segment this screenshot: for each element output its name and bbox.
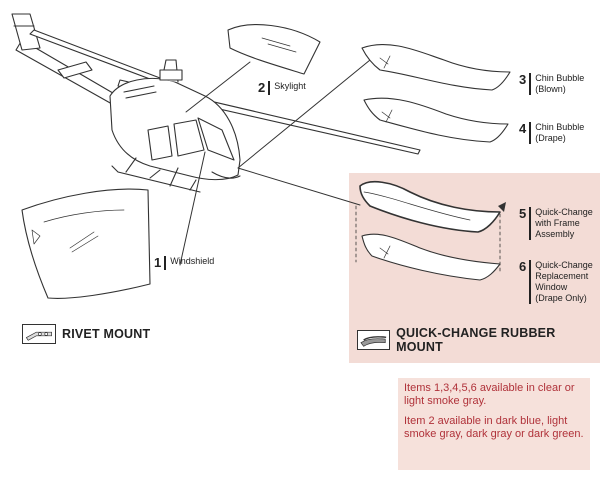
callout-label: Chin Bubble (Drape) <box>535 122 585 143</box>
rivet-mount-label: RIVET MOUNT <box>62 327 151 341</box>
skylight-part <box>227 24 321 75</box>
quick-change-mount-legend: QUICK-CHANGE RUBBER MOUNT <box>357 326 600 354</box>
callout-number: 2 <box>258 80 266 95</box>
callout-number: 6 <box>519 259 527 274</box>
callout-label: Quick-Change with Frame Assembly <box>535 207 593 239</box>
rivet-mount-legend: RIVET MOUNT <box>22 324 150 344</box>
availability-note-items-2: Item 2 available in dark blue, light smo… <box>404 415 584 440</box>
callout-replacement-window: 6 Quick-Change Replacement Window (Drape… <box>519 260 593 304</box>
callout-number: 3 <box>519 72 527 87</box>
callout-number: 4 <box>519 121 527 136</box>
callout-number: 5 <box>519 206 527 221</box>
callout-skylight: 2 Skylight <box>258 81 306 95</box>
rivet-mount-icon <box>22 324 56 344</box>
callout-chin-bubble-drape: 4 Chin Bubble (Drape) <box>519 122 584 144</box>
quick-change-mount-label: QUICK-CHANGE RUBBER MOUNT <box>396 326 556 354</box>
chin-bubble-part <box>361 44 511 143</box>
callout-label: Skylight <box>274 81 306 91</box>
callout-label: Quick-Change Replacement Window (Drape O… <box>535 260 593 303</box>
callout-number: 1 <box>154 255 162 270</box>
availability-note: Items 1,3,4,5,6 available in clear or li… <box>398 378 590 470</box>
callout-label: Windshield <box>170 256 215 266</box>
quick-change-frame-part <box>355 180 501 281</box>
helicopter-illustration <box>11 13 421 193</box>
callout-label: Chin Bubble (Blown) <box>535 73 585 94</box>
callout-chin-bubble-blown: 3 Chin Bubble (Blown) <box>519 73 584 95</box>
windshield-part <box>21 188 151 299</box>
availability-note-items-1: Items 1,3,4,5,6 available in clear or li… <box>404 382 575 407</box>
callout-windshield: 1 Windshield <box>154 256 214 270</box>
rubber-mount-icon <box>357 330 391 350</box>
callout-quick-change-frame: 5 Quick-Change with Frame Assembly <box>519 207 593 240</box>
